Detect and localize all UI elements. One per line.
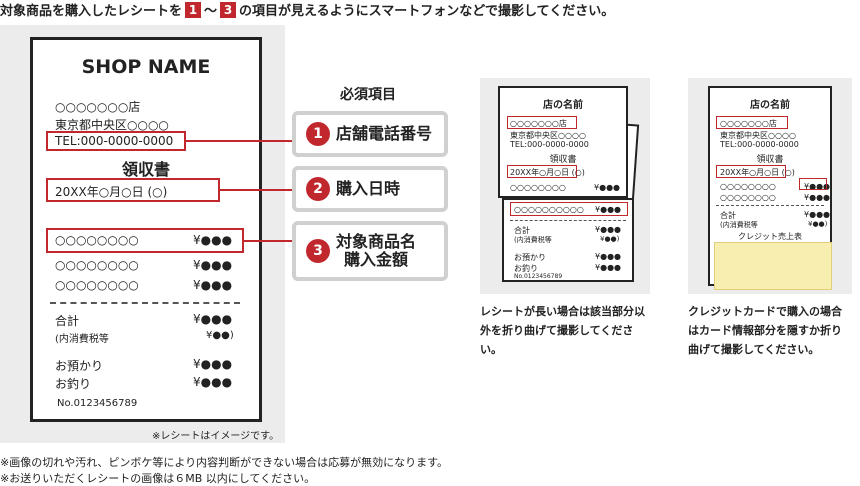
credit-store: ○○○○○○○店 [720, 119, 777, 128]
credit-store-highlight [716, 116, 788, 129]
header-text-pre: 対象商品を購入したレシートを [0, 4, 183, 19]
example-long-caption: レシートが長い場合は該当部分以外を折り曲げて撮影してください。 [480, 305, 645, 356]
small-tax: (内消費税等 [514, 236, 552, 244]
credit-subtotal-price: ¥●●● [804, 210, 831, 219]
required-item-label: 購入金額 [344, 250, 409, 269]
small-hl-price: ¥●●● [595, 205, 622, 214]
small-divider [510, 220, 626, 221]
receipt-title: 領収書 [121, 160, 170, 179]
small-tel: TEL:000-0000-0000 [510, 140, 589, 149]
item-price: ¥●●● [193, 278, 233, 292]
required-item-label: 店舗電話番号 [336, 124, 433, 143]
deposit-price: ¥●●● [193, 357, 233, 371]
credit-tel: TEL:000-0000-0000 [720, 140, 799, 149]
credit-shop-title: 店の名前 [750, 100, 790, 111]
small-date-highlight [507, 165, 577, 178]
required-item-3: 3 対象商品名 購入金額 [292, 221, 448, 281]
credit-subtotal: 合計 [720, 211, 736, 220]
instruction-header: 対象商品を購入したレシートを 1 〜 3 の項目が見えるようにスマートフォンなど… [0, 0, 614, 19]
lower-receipt [502, 198, 634, 282]
change-price: ¥●●● [193, 375, 233, 389]
image-note: ※レシートはイメージです。 [152, 431, 280, 442]
required-item-label: 購入日時 [336, 179, 401, 198]
number-1-icon: 1 [306, 122, 330, 146]
required-title: 必須項目 [340, 87, 396, 103]
number-2-icon: 2 [306, 177, 330, 201]
small-date: 20XX年○月○日 (○) [510, 168, 585, 177]
credit-date-highlight [716, 165, 786, 178]
subtotal-label: 合計 [55, 314, 80, 328]
item-name: ○○○○○○○○ [55, 258, 139, 272]
small-item: ○○○○○○○○ [510, 183, 566, 192]
receipt-number: No.0123456789 [57, 398, 138, 409]
credit-tax: (内消費税等 [720, 221, 758, 229]
small-subtotal-price: ¥●●● [595, 225, 622, 234]
store-tel: TEL:000-0000-0000 [55, 134, 174, 148]
credit-item: ○○○○○○○○ [720, 182, 776, 191]
small-address: 東京都中央区○○○○ [510, 131, 586, 140]
small-subtotal: 合計 [514, 226, 530, 235]
required-item-label: 対象商品名 [336, 232, 417, 251]
credit-item-price: ¥●●● [804, 182, 831, 191]
store-name: ○○○○○○○店 [55, 100, 141, 114]
credit-price-highlight [799, 178, 827, 190]
required-item-label-group: 対象商品名 購入金額 [336, 233, 416, 269]
credit-item: ○○○○○○○○ [720, 193, 776, 202]
folded-receipt-top [498, 86, 628, 198]
small-item-highlight [510, 202, 628, 216]
credit-address: 東京都中央区○○○○ [720, 131, 796, 140]
date-highlight [46, 178, 220, 202]
small-tax-price: ¥●●) [600, 235, 620, 243]
number-3-icon: 3 [306, 239, 330, 263]
item-name: ○○○○○○○○ [55, 233, 139, 247]
small-price: ¥●●● [594, 183, 621, 192]
connector-line-2 [220, 189, 296, 191]
footer-note-2: ※お送りいただくレシートの画像は６MB 以内にしてください。 [0, 472, 316, 485]
small-deposit: お預かり [514, 253, 546, 262]
store-address: 東京都中央区○○○○ [55, 118, 169, 132]
small-deposit-price: ¥●●● [595, 252, 622, 261]
small-number: No.0123456789 [514, 273, 563, 280]
purchase-date: 20XX年○月○日 (○) [55, 185, 168, 199]
small-receipt-title: 領収書 [549, 155, 577, 165]
small-shop-title: 店の名前 [543, 100, 583, 111]
small-change: お釣り [514, 264, 538, 273]
header-text-post: の項目が見えるようにスマートフォンなどで撮影してください。 [239, 4, 615, 19]
credit-date: 20XX年○月○日 (○) [720, 168, 795, 177]
item-name: ○○○○○○○○ [55, 278, 139, 292]
item-highlight [46, 228, 244, 253]
item-price: ¥●●● [193, 258, 233, 272]
deposit-label: お預かり [55, 359, 104, 373]
change-label: お釣り [55, 377, 92, 391]
sticky-note-cover [714, 242, 832, 290]
item-price: ¥●●● [193, 233, 233, 247]
connector-line-3 [244, 240, 296, 242]
credit-divider [716, 205, 824, 206]
number-3-badge: 3 [220, 1, 237, 18]
header-tilde: 〜 [204, 4, 218, 19]
connector-line-1 [186, 140, 296, 142]
subtotal-price: ¥●●● [193, 312, 233, 326]
required-item-2: 2 購入日時 [292, 166, 448, 212]
credit-tax-price: ¥●●) [808, 220, 828, 228]
credit-slip-label: クレジット売上表 [738, 232, 802, 241]
credit-receipt-title: 領収書 [756, 155, 784, 165]
small-store: ○○○○○○○店 [510, 119, 567, 128]
shop-name: SHOP NAME [81, 56, 211, 78]
dashed-divider [50, 302, 240, 304]
small-store-highlight [507, 116, 577, 129]
credit-item-price: ¥●●● [804, 193, 831, 202]
small-hl-item: ○○○○○○○○○○ [514, 205, 584, 214]
tax-price: ¥●●) [206, 330, 234, 341]
example-credit-caption: クレジットカードで購入の場合はカード情報部分を隠すか折り曲げて撮影してください。 [688, 305, 842, 356]
required-item-1: 1 店舗電話番号 [292, 111, 448, 157]
tax-label: (内消費税等 [55, 334, 109, 345]
number-1-badge: 1 [185, 1, 202, 18]
tel-highlight [46, 131, 186, 151]
small-change-price: ¥●●● [595, 263, 622, 272]
footer-note-1: ※画像の切れや汚れ、ピンボケ等により内容判断ができない場合は応募が無効になります… [0, 456, 449, 469]
